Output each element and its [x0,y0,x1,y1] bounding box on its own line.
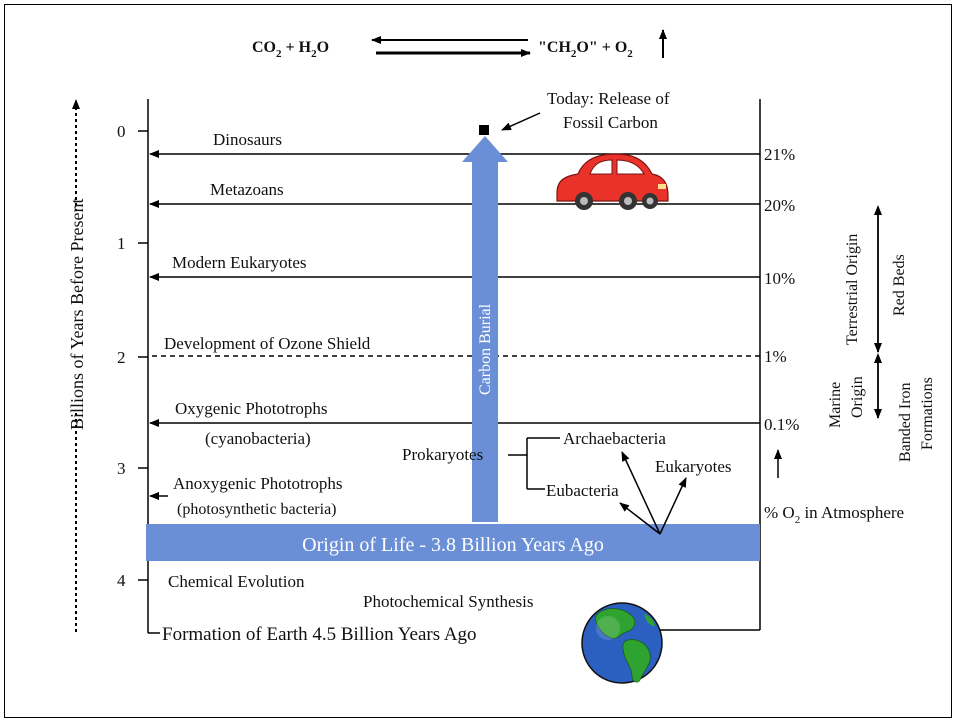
time-axis-label-group: Billions of Years Before Present [66,99,88,632]
today-pointer-arrow [501,112,541,131]
figure-frame [4,4,952,718]
anoxygenic-label: Anoxygenic Phototrophs [173,474,343,493]
dinosaurs-label: Dinosaurs [213,130,282,149]
carbon-burial-shaft [472,160,498,522]
o2-level-1: 1% [764,347,787,366]
formation-label: Formation of Earth 4.5 Billion Years Ago [162,624,477,645]
axis-label: Billions of Years Before Present [67,199,87,430]
carbon-burial-label: Carbon Burial [477,303,494,395]
origin-of-life-label: Origin of Life - 3.8 Billion Years Ago [302,534,604,556]
arrow-to-eukaryotes [659,477,687,535]
prokaryote-tree: Prokaryotes Archaebacteria Eubacteria Eu… [402,429,731,535]
tick-label-3: 3 [117,459,126,478]
today-marker [479,125,489,135]
today-label: Today: Release of [547,89,670,108]
metazoans-label: Metazoans [210,180,284,199]
ozone-label: Development of Ozone Shield [164,334,371,353]
event-arrows [148,150,760,634]
prokaryotes-label: Prokaryotes [402,445,483,464]
eubacteria-label: Eubacteria [546,481,619,500]
equation-left: CO2 + H2O [252,39,329,60]
oxygenic-label: Oxygenic Phototrophs [175,399,328,418]
tick-label-2: 2 [117,348,126,367]
eukaryotes-label: Eukaryotes [655,457,731,476]
o2-level-20: 20% [764,196,795,215]
terrestrial-origin-label: Terrestrial Origin [844,234,861,345]
arrow-to-eubacteria [619,502,661,535]
anoxygenic-sublabel: (photosynthetic bacteria) [177,501,337,518]
earth-globe-icon [581,602,663,684]
event-labels: Dinosaurs Metazoans Modern Eukaryotes De… [162,89,670,645]
marine-label-line2: Origin [849,376,866,418]
o2-caption: % O2 in Atmosphere [764,503,904,526]
tick-label-0: 0 [117,122,126,141]
axis-label-background [66,210,88,410]
red-beds-label: Red Beds [891,254,908,316]
oxygenic-sublabel: (cyanobacteria) [205,429,311,448]
o2-level-01: 0.1% [764,415,799,434]
arrow-to-archaebacteria [621,451,661,535]
tick-label-1: 1 [117,234,126,253]
archaebacteria-label: Archaebacteria [563,429,666,448]
photosynthesis-equation: CO2 + H2O "CH2O" + O2 [252,29,667,60]
banded-iron-label-line2: Formations [919,377,936,450]
car-icon [556,153,669,210]
chemical-evolution-label: Chemical Evolution [168,572,305,591]
marine-label-line1: Marine [827,382,844,428]
carbon-burial-head [462,136,508,162]
equation-right: "CH2O" + O2 [538,39,633,60]
banded-iron-label-line1: Banded Iron [897,382,914,462]
modern-eukaryotes-label: Modern Eukaryotes [172,253,307,272]
o2-level-10: 10% [764,269,795,288]
axis-ticks: 0 1 2 3 4 [117,122,148,590]
oxygen-levels: 21% 20% 10% 1% 0.1% % O2 in Atmosphere [764,145,904,526]
carbon-burial-arrow: Carbon Burial [462,136,508,522]
o2-level-21: 21% [764,145,795,164]
today-label-line2: Fossil Carbon [563,113,658,132]
photochemical-synthesis-label: Photochemical Synthesis [363,592,533,611]
origin-brackets: Terrestrial Origin Red Beds Marine Origi… [827,205,936,462]
tick-label-4: 4 [117,571,126,590]
